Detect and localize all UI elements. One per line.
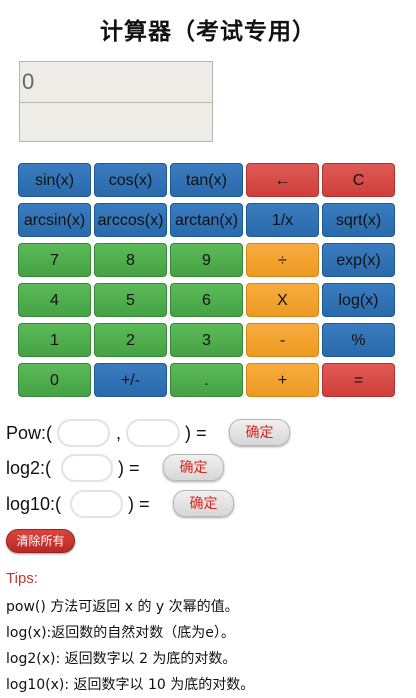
tip-line: log(x):返回数的自然对数（底为e）。	[6, 625, 235, 641]
log10-label: log10:(	[6, 494, 62, 514]
divide-button[interactable]: ÷	[246, 243, 319, 277]
log-button[interactable]: log(x)	[322, 283, 395, 317]
sqrt-button[interactable]: sqrt(x)	[322, 203, 395, 237]
pow-base-input[interactable]	[57, 419, 110, 447]
tip-line: log10(x): 返回数字以 10 为底的对数。	[6, 677, 255, 693]
log2-label: log2:(	[6, 458, 52, 478]
digit-0-button[interactable]: 0	[18, 363, 91, 397]
log10-input[interactable]	[70, 490, 123, 518]
log10-equals: ) =	[128, 494, 150, 514]
digit-3-button[interactable]: 3	[170, 323, 243, 357]
digit-8-button[interactable]: 8	[94, 243, 167, 277]
exp-button[interactable]: exp(x)	[322, 243, 395, 277]
digit-7-button[interactable]: 7	[18, 243, 91, 277]
log2-confirm-button[interactable]: 确定	[163, 454, 224, 481]
tips-title: Tips:	[6, 570, 38, 587]
log2-equals: ) =	[118, 458, 140, 478]
percent-button[interactable]: %	[322, 323, 395, 357]
pow-separator: ,	[116, 423, 122, 443]
pow-confirm-button[interactable]: 确定	[229, 419, 290, 446]
add-button[interactable]: +	[246, 363, 319, 397]
subtract-button[interactable]: -	[246, 323, 319, 357]
clear-button[interactable]: C	[322, 163, 395, 197]
arccos-button[interactable]: arccos(x)	[94, 203, 167, 237]
clear-all-button[interactable]: 清除所有	[6, 529, 75, 553]
pow-label: Pow:(	[6, 423, 53, 443]
equals-button[interactable]: =	[322, 363, 395, 397]
multiply-button[interactable]: X	[246, 283, 319, 317]
log10-confirm-button[interactable]: 确定	[173, 490, 234, 517]
arctan-button[interactable]: arctan(x)	[170, 203, 243, 237]
digit-9-button[interactable]: 9	[170, 243, 243, 277]
digit-6-button[interactable]: 6	[170, 283, 243, 317]
digit-4-button[interactable]: 4	[18, 283, 91, 317]
sin-button[interactable]: sin(x)	[18, 163, 91, 197]
arcsin-button[interactable]: arcsin(x)	[18, 203, 91, 237]
backspace-button[interactable]: ←	[246, 163, 319, 197]
digit-1-button[interactable]: 1	[18, 323, 91, 357]
decimal-button[interactable]: .	[170, 363, 243, 397]
log2-input[interactable]	[61, 454, 113, 482]
digit-2-button[interactable]: 2	[94, 323, 167, 357]
tip-line: pow() 方法可返回 x 的 y 次幂的值。	[6, 599, 239, 615]
digit-5-button[interactable]: 5	[94, 283, 167, 317]
tan-button[interactable]: tan(x)	[170, 163, 243, 197]
cos-button[interactable]: cos(x)	[94, 163, 167, 197]
tip-line: log2(x): 返回数字以 2 为底的对数。	[6, 651, 237, 667]
display-main: 0	[20, 62, 212, 103]
calculator-display: 0	[19, 61, 213, 142]
pow-exponent-input[interactable]	[126, 419, 180, 447]
reciprocal-button[interactable]: 1/x	[246, 203, 319, 237]
negate-button[interactable]: +/-	[94, 363, 167, 397]
pow-equals: ) =	[185, 423, 207, 443]
page-title: 计算器（考试专用）	[100, 19, 316, 45]
